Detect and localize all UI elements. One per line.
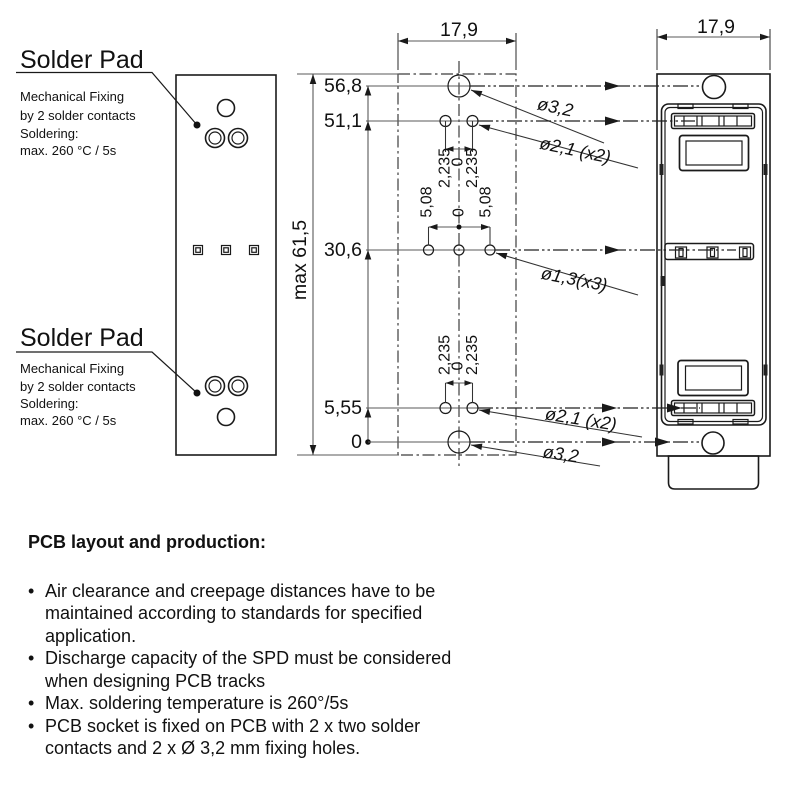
- note-line: PCB socket is fixed on PCB with 2 x two …: [45, 715, 421, 736]
- note-item: • Discharge capacity of the SPD must be …: [28, 647, 506, 692]
- width-dimension-right: 17,9: [656, 16, 771, 70]
- annotation-line: max. 260 °C / 5s: [20, 413, 117, 428]
- solder-pad-annotation-top: Solder Pad Mechanical Fixing by 2 solder…: [20, 46, 144, 158]
- pitch-label: 0: [450, 157, 467, 166]
- max-height-label: max 61,5: [289, 220, 311, 300]
- notes-title: PCB layout and production:: [28, 532, 266, 552]
- fixing-hole-top: [216, 98, 236, 118]
- socket-foot: [667, 455, 760, 490]
- frame-notch: [763, 364, 768, 376]
- level-label: 51,1: [324, 110, 362, 132]
- hole-diameter-label: ø1,3(x3): [539, 263, 609, 295]
- note-line: application.: [45, 625, 137, 646]
- solder-pad-leader-top: [16, 71, 201, 129]
- level-label: 30,6: [324, 239, 362, 261]
- technical-drawing: Solder Pad Mechanical Fixing by 2 solder…: [16, 16, 771, 490]
- width-dim-label: 17,9: [440, 19, 478, 41]
- bullet-icon: •: [28, 648, 35, 668]
- pitch-label: 5,08: [419, 186, 436, 217]
- solder-pad-title: Solder Pad: [20, 46, 144, 74]
- level-chain-dimension: 56,8 51,1 30,6 5,55 0: [324, 75, 495, 453]
- socket-body-outline: [656, 73, 771, 457]
- note-line: when designing PCB tracks: [45, 670, 266, 691]
- annotation-line: max. 260 °C / 5s: [20, 143, 117, 158]
- annotation-line: Soldering:: [20, 126, 79, 141]
- pitch-label: 0: [451, 208, 468, 217]
- fixing-hole-bottom: [216, 407, 236, 427]
- pcb-notes: PCB layout and production: • Air clearan…: [28, 531, 506, 760]
- socket-frame: [659, 103, 768, 426]
- hole-callouts: ø3,2 ø2,1 (x2) ø1,3(x3) ø2,1 (x2) ø3,2: [470, 89, 643, 467]
- level-label: 5,55: [324, 397, 362, 419]
- module-window-bottom: [677, 359, 749, 397]
- pitch-dimension-middle: 5,08 0 5,08: [419, 186, 495, 246]
- pitch-label: 2,235: [437, 148, 454, 188]
- level-label: 56,8: [324, 75, 362, 97]
- solder-pad-leader-bottom: [16, 351, 201, 397]
- socket-fixing-hole-bottom: [701, 431, 725, 455]
- width-dimension-middle: 17,9: [397, 19, 517, 70]
- frame-notch: [763, 164, 768, 175]
- note-line: contacts and 2 x Ø 3,2 mm fixing holes.: [45, 738, 361, 758]
- hole-diameter-label: ø3,2: [542, 442, 580, 467]
- annotation-line: Soldering:: [20, 396, 79, 411]
- module-window-top: [678, 134, 750, 172]
- solder-pad-annotation-bottom: Solder Pad Mechanical Fixing by 2 solder…: [20, 324, 144, 428]
- pitch-label: 5,08: [478, 186, 495, 217]
- note-line: Discharge capacity of the SPD must be co…: [45, 648, 452, 668]
- frame-notch: [660, 276, 665, 286]
- solder-pads-bottom: [204, 375, 249, 397]
- terminal-block-bottom: [670, 399, 756, 417]
- frame-notch: [659, 164, 664, 175]
- hole-1-3: [453, 244, 465, 256]
- annotation-line: Mechanical Fixing: [20, 361, 124, 376]
- pcb-board-view: Solder Pad Mechanical Fixing by 2 solder…: [16, 46, 277, 456]
- level-label: 0: [351, 431, 362, 453]
- note-item: • Max. soldering temperature is 260°/5s: [28, 692, 506, 715]
- bullet-icon: •: [28, 580, 35, 601]
- pitch-label: 2,235: [464, 148, 481, 188]
- annotation-line: by 2 solder contacts: [20, 108, 136, 123]
- width-dim-label: 17,9: [697, 16, 735, 38]
- solder-pads-top: [204, 127, 249, 149]
- contact-pins: [192, 244, 260, 256]
- note-line: maintained according to standards for sp…: [45, 603, 423, 623]
- hole-diameter-label: ø3,2: [536, 94, 575, 121]
- frame-notch: [659, 364, 664, 376]
- pcb-outline: [175, 74, 277, 456]
- bullet-icon: •: [28, 715, 35, 736]
- note-line: Air clearance and creepage distances hav…: [45, 580, 436, 601]
- pitch-dimension-lower: 2,235 0 2,235: [437, 335, 481, 403]
- hole-diameter-label: ø2,1 (x2): [538, 133, 613, 168]
- pitch-dimension-upper: 2,235 0 2,235: [437, 121, 481, 188]
- datum-leader-lines: [470, 81, 736, 447]
- socket-fixing-hole-top: [701, 74, 727, 100]
- bullet-icon: •: [28, 693, 35, 713]
- solder-pad-title: Solder Pad: [20, 324, 144, 352]
- socket-front-view: 17,9: [656, 16, 771, 490]
- max-height-dimension: max 61,5: [289, 73, 399, 456]
- device-phantom-outline: [397, 73, 517, 456]
- annotation-line: Mechanical Fixing: [20, 89, 124, 104]
- pitch-label: 2,235: [437, 335, 454, 375]
- pitch-label: 0: [450, 361, 467, 370]
- contact-rail-middle: [664, 242, 755, 261]
- note-item: • PCB socket is fixed on PCB with 2 x tw…: [28, 715, 506, 760]
- note-line: Max. soldering temperature is 260°/5s: [45, 693, 349, 713]
- note-item: • Air clearance and creepage distances h…: [28, 580, 506, 648]
- pitch-label: 2,235: [464, 335, 481, 375]
- annotation-line: by 2 solder contacts: [20, 379, 136, 394]
